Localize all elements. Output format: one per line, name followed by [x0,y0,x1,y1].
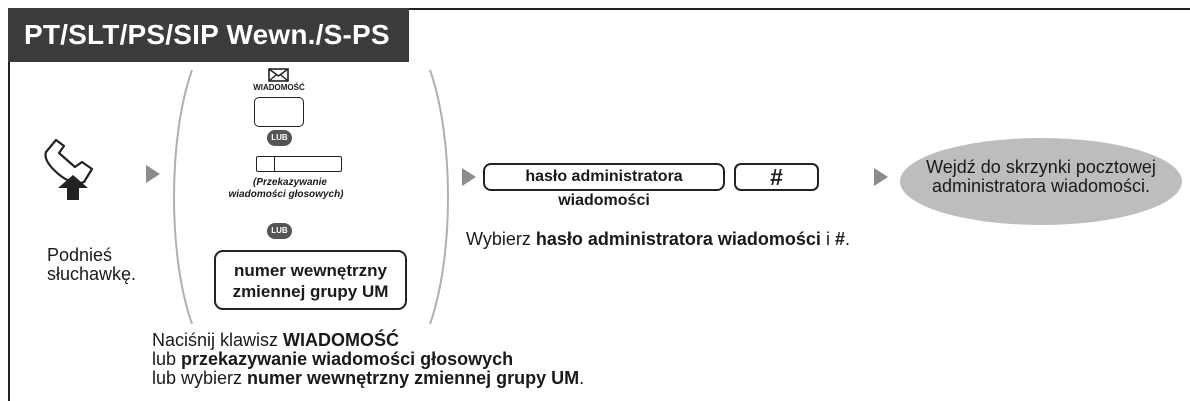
hash-key: # [734,163,819,191]
step2-desc-line2: lub przekazywanie wiadomości głosowych [152,350,513,369]
step2-desc-l1-bold: WIADOMOŚĆ [283,330,400,350]
forward-caption-line1: (Przekazywanie [253,177,327,188]
message-key-button [254,97,304,127]
step3-desc-mid: i [820,229,835,249]
diagram-title: PT/SLT/PS/SIP Wewn./S-PS [8,8,409,62]
step2-desc-l2-bold: przekazywanie wiadomości głosowych [181,349,514,369]
step-arrow-icon [146,165,160,183]
lub-badge-1: LUB [267,130,292,146]
step3-desc: Wybierz hasło administratora wiadomości … [466,230,850,249]
step-arrow-icon [462,168,476,186]
step2-desc-l2-text: lub [152,349,182,369]
result-line1: Wejdź do skrzynki pocztowej [926,157,1156,177]
step3-desc-hash: # [834,229,845,249]
step3-desc-text: Wybierz [466,229,536,249]
step2-desc-l3-text: lub wybierz [152,368,248,388]
step3-desc-end: . [844,229,850,249]
voice-message-forward-key [256,156,342,172]
lub-badge-2: LUB [267,223,292,239]
right-bracket [429,69,449,325]
step2-desc-l3-bold: numer wewnętrzny zmiennej grupy UM [247,368,580,388]
forward-caption-line2: wiadomości głosowych) [228,189,344,200]
ext-line1: numer wewnętrzny [233,261,388,280]
step-arrow-icon [874,168,888,186]
left-bracket [173,69,193,325]
step3-desc-bold: hasło administratora wiadomości [535,229,821,249]
password-box: hasło administratora wiadomości [483,163,725,209]
step2-desc-line3: lub wybierz numer wewnętrzny zmiennej gr… [152,369,584,388]
step2-desc-l3-end: . [579,368,585,388]
result-ellipse: Wejdź do skrzynki pocztowej administrato… [900,138,1182,225]
envelope-icon [268,68,289,82]
step1-label-line1: Podnieś [47,245,113,265]
result-line2: administratora wiadomości. [931,176,1151,196]
step1-label-line2: słuchawkę. [47,264,137,284]
ext-line2: zmiennej grupy UM [232,282,389,301]
diagram-frame [8,8,1190,401]
handset-off-hook-icon [44,138,94,200]
step2-desc-line1: Naciśnij klawisz WIADOMOŚĆ [152,331,399,350]
extension-number-box: numer wewnętrzny zmiennej grupy UM [214,250,407,310]
message-key-label: WIADOMOŚĆ [253,83,305,92]
step2-desc-l1-text: Naciśnij klawisz [152,330,284,350]
